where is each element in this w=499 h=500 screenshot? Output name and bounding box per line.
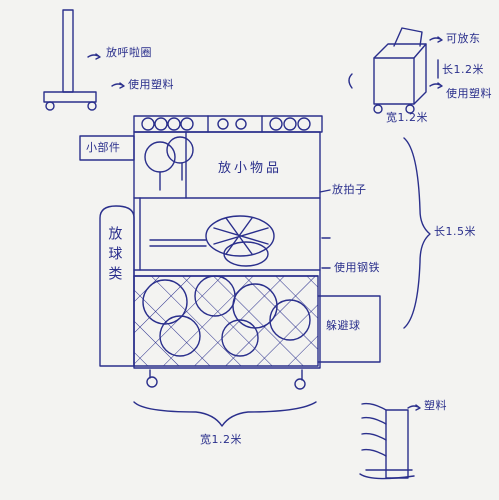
label-cart-lid: 可放东 [446,32,481,45]
label-cart-width: 宽1.2米 [386,111,428,124]
label-width-bottom: 宽1.2米 [200,433,242,446]
label-length-right: 长1.5米 [434,225,476,238]
label-small-parts: 小部件 [86,141,121,154]
label-hook-rack: 塑料 [424,399,447,412]
label-hoop-stand: 放呼啦圈 [106,46,152,59]
cabinet-drawing [79,115,431,427]
cart-drawing [348,27,443,114]
hoop-stand-drawing [43,9,125,111]
label-dodgeball: 躲避球 [326,319,361,332]
label-small-items: 放小物品 [218,161,283,176]
label-plastic-mid: 使用钢铁 [334,261,380,274]
label-rackets: 放拍子 [332,183,367,196]
hook-rack-drawing [359,402,421,480]
label-cart-plastic: 使用塑料 [446,87,492,100]
label-balls: 放球类 [106,226,123,286]
label-plastic-top-left: 使用塑料 [128,78,174,91]
label-cart-length: 长1.2米 [442,63,484,76]
